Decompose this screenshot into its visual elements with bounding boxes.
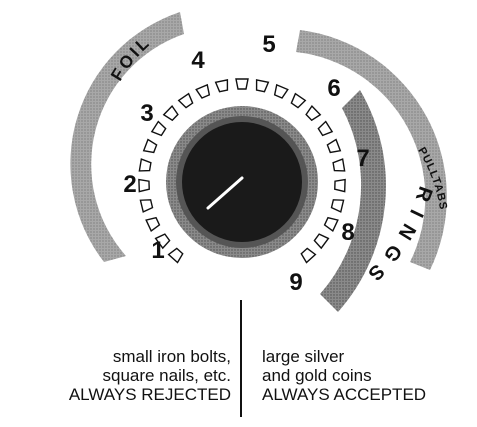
accepted-caption-line-1: large silver bbox=[262, 347, 426, 366]
dial-number-8: 8 bbox=[341, 219, 354, 246]
divider-line bbox=[240, 300, 242, 417]
dial-number-2: 2 bbox=[123, 171, 136, 198]
knob-face bbox=[182, 122, 302, 242]
tick-marker bbox=[255, 80, 269, 92]
dial-number-5: 5 bbox=[262, 31, 275, 58]
dial-number-4: 4 bbox=[191, 47, 205, 74]
tick-marker bbox=[333, 159, 345, 172]
accepted-caption-line-2: and gold coins bbox=[262, 366, 426, 385]
tick-marker bbox=[144, 140, 158, 155]
tick-marker bbox=[140, 198, 153, 212]
tick-marker bbox=[152, 122, 167, 137]
dial-knob[interactable] bbox=[166, 106, 318, 258]
tick-marker bbox=[324, 216, 338, 231]
tick-marker bbox=[169, 247, 185, 262]
tick-marker bbox=[305, 106, 321, 122]
tick-marker bbox=[331, 198, 344, 212]
tick-marker bbox=[139, 159, 151, 172]
tick-marker bbox=[179, 94, 195, 109]
tick-marker bbox=[300, 247, 316, 262]
dial-number-6: 6 bbox=[327, 75, 340, 102]
foil-band bbox=[70, 12, 184, 262]
tick-marker bbox=[273, 85, 288, 99]
tick-marker bbox=[196, 85, 211, 99]
dial-number-7: 7 bbox=[356, 145, 369, 172]
dial-number-3: 3 bbox=[140, 100, 153, 127]
tick-marker bbox=[236, 79, 248, 89]
tick-marker bbox=[313, 233, 328, 249]
rejected-caption-line-2: square nails, etc. bbox=[69, 366, 231, 385]
rejected-caption: small iron bolts, square nails, etc. ALW… bbox=[69, 347, 231, 404]
accepted-caption-line-3: ALWAYS ACCEPTED bbox=[262, 385, 426, 404]
dial-number-1: 1 bbox=[151, 237, 164, 264]
dial-number-9: 9 bbox=[289, 269, 302, 296]
tick-marker bbox=[146, 216, 160, 231]
tick-marker bbox=[290, 94, 306, 109]
tick-marker bbox=[317, 122, 332, 137]
tick-marker bbox=[335, 179, 345, 191]
tick-marker bbox=[164, 106, 180, 122]
rejected-caption-line-1: small iron bolts, bbox=[69, 347, 231, 366]
accepted-caption: large silver and gold coins ALWAYS ACCEP… bbox=[262, 347, 426, 404]
tick-marker bbox=[139, 179, 149, 191]
tick-marker bbox=[327, 140, 341, 155]
rejected-caption-line-3: ALWAYS REJECTED bbox=[69, 385, 231, 404]
tick-marker bbox=[216, 80, 230, 92]
